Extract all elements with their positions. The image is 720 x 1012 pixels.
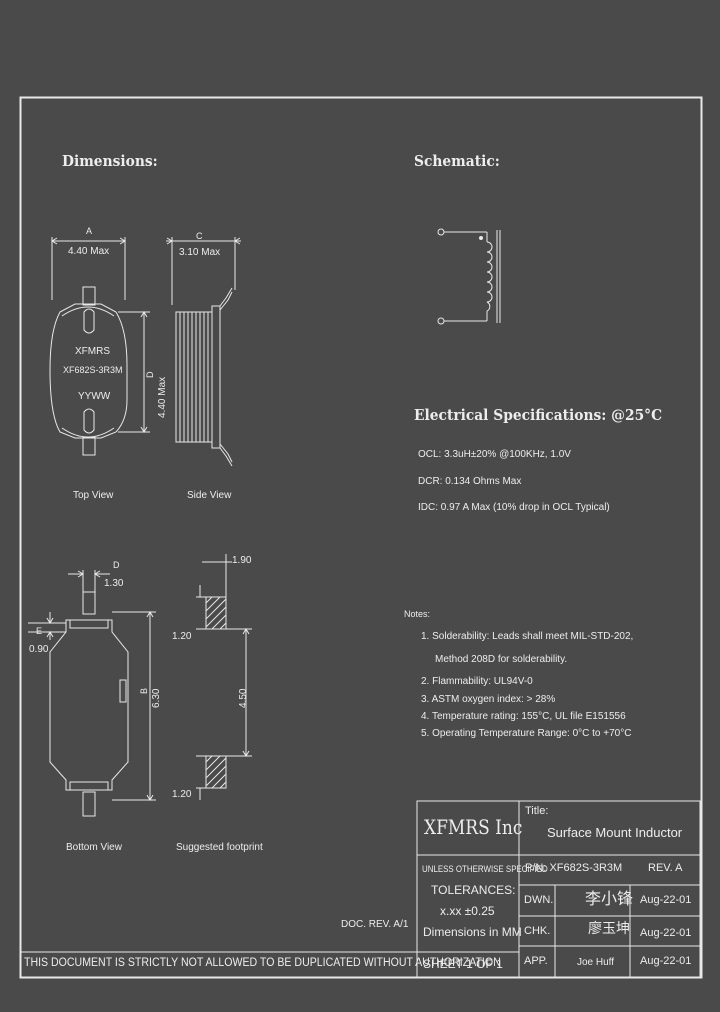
note-3: 3. ASTM oxygen index: > 28%	[421, 694, 556, 705]
spec-ocl: OCL: 3.3uH±20% @100KHz, 1.0V	[418, 449, 571, 460]
schematic-drawing	[437, 228, 501, 325]
app-date: Aug-22-01	[640, 955, 692, 967]
sheet-number: SHEET 1 OF 1	[423, 957, 503, 971]
app-label: APP.	[524, 955, 548, 967]
title-block-lines	[20, 800, 701, 978]
spec-dcr: DCR: 0.134 Ohms Max	[418, 476, 522, 487]
sheet-border	[19, 96, 703, 979]
revision: REV. A	[648, 862, 683, 874]
top-view-dim-a-label: A	[86, 226, 93, 236]
top-view-drawing	[49, 237, 150, 456]
note-4: 4. Temperature rating: 155°C, UL file E1…	[421, 711, 626, 722]
chk-date: Aug-22-01	[640, 927, 692, 939]
bottom-view-dim-b-value: 6.30	[151, 688, 162, 708]
tolerances-value: x.xx ±0.25	[440, 904, 495, 918]
spec-idc: IDC: 0.97 A Max (10% drop in OCL Typical…	[418, 502, 610, 513]
side-view-dim-c-label: C	[196, 231, 203, 241]
top-view-marking-2: XF682S-3R3M	[63, 365, 123, 375]
note-1-cont: Method 208D for solderability.	[435, 654, 568, 665]
bottom-view-dim-d-label: D	[113, 560, 120, 570]
dwn-date: Aug-22-01	[640, 894, 692, 906]
doc-revision: DOC. REV. A/1	[341, 919, 409, 930]
footprint-caption: Suggested footprint	[176, 842, 263, 853]
note-2: 2. Flammability: UL94V-0	[421, 676, 533, 687]
electrical-heading: Electrical Specifications: @25°C	[414, 406, 663, 424]
top-view-dim-d-value: 4.40 Max	[157, 376, 168, 418]
dimensions-in: Dimensions in MM	[423, 925, 522, 939]
footer-notice: THIS DOCUMENT IS STRICTLY NOT ALLOWED TO…	[24, 957, 501, 969]
side-view-dim-c-value: 3.10 Max	[179, 247, 221, 258]
dwn-label: DWN.	[524, 894, 554, 906]
top-view-caption: Top View	[73, 490, 114, 501]
bottom-view-dim-e-value: 0.90	[29, 644, 49, 655]
bottom-view-dim-d-value: 1.30	[104, 578, 124, 589]
top-view-marking-3: YYWW	[78, 391, 111, 402]
chk-name: 廖玉坤	[588, 921, 630, 937]
footprint-dim-pad-top: 1.20	[172, 631, 192, 642]
note-5: 5. Operating Temperature Range: 0°C to +…	[421, 728, 632, 739]
side-view-caption: Side View	[187, 490, 232, 501]
tolerances-label: TOLERANCES:	[431, 883, 516, 897]
footprint-dim-top: 1.90	[232, 555, 252, 566]
part-number: P/N: XF682S-3R3M	[525, 862, 623, 874]
bottom-view-caption: Bottom View	[66, 842, 122, 853]
footprint-dim-span: 4.50	[238, 688, 249, 708]
notes-title: Notes:	[404, 609, 431, 619]
unless-specified: UNLESS OTHERWISE SPECIFIED	[422, 864, 548, 874]
app-name: Joe Huff	[577, 957, 615, 968]
schematic-heading: Schematic:	[414, 152, 500, 170]
side-view-drawing	[166, 237, 241, 467]
top-view-dim-a-value: 4.40 Max	[68, 246, 110, 257]
top-view-dim-d-label: D	[145, 371, 155, 379]
company-name: XFMRS Inc	[424, 815, 523, 839]
dimensions-heading: Dimensions:	[62, 152, 158, 170]
title-label: Title:	[525, 805, 549, 817]
top-view-marking-1: XFMRS	[75, 346, 110, 357]
bottom-view-drawing	[28, 570, 156, 817]
bottom-view-dim-b-label: B	[139, 687, 149, 694]
dwn-name: 李小锋	[585, 889, 634, 908]
chk-label: CHK.	[524, 925, 551, 937]
title-value: Surface Mount Inductor	[547, 825, 683, 840]
note-1: 1. Solderability: Leads shall meet MIL-S…	[421, 631, 634, 642]
footprint-dim-pad-bottom: 1.20	[172, 789, 192, 800]
footprint-drawing	[196, 554, 252, 800]
bottom-view-dim-e-label: E	[36, 626, 43, 636]
